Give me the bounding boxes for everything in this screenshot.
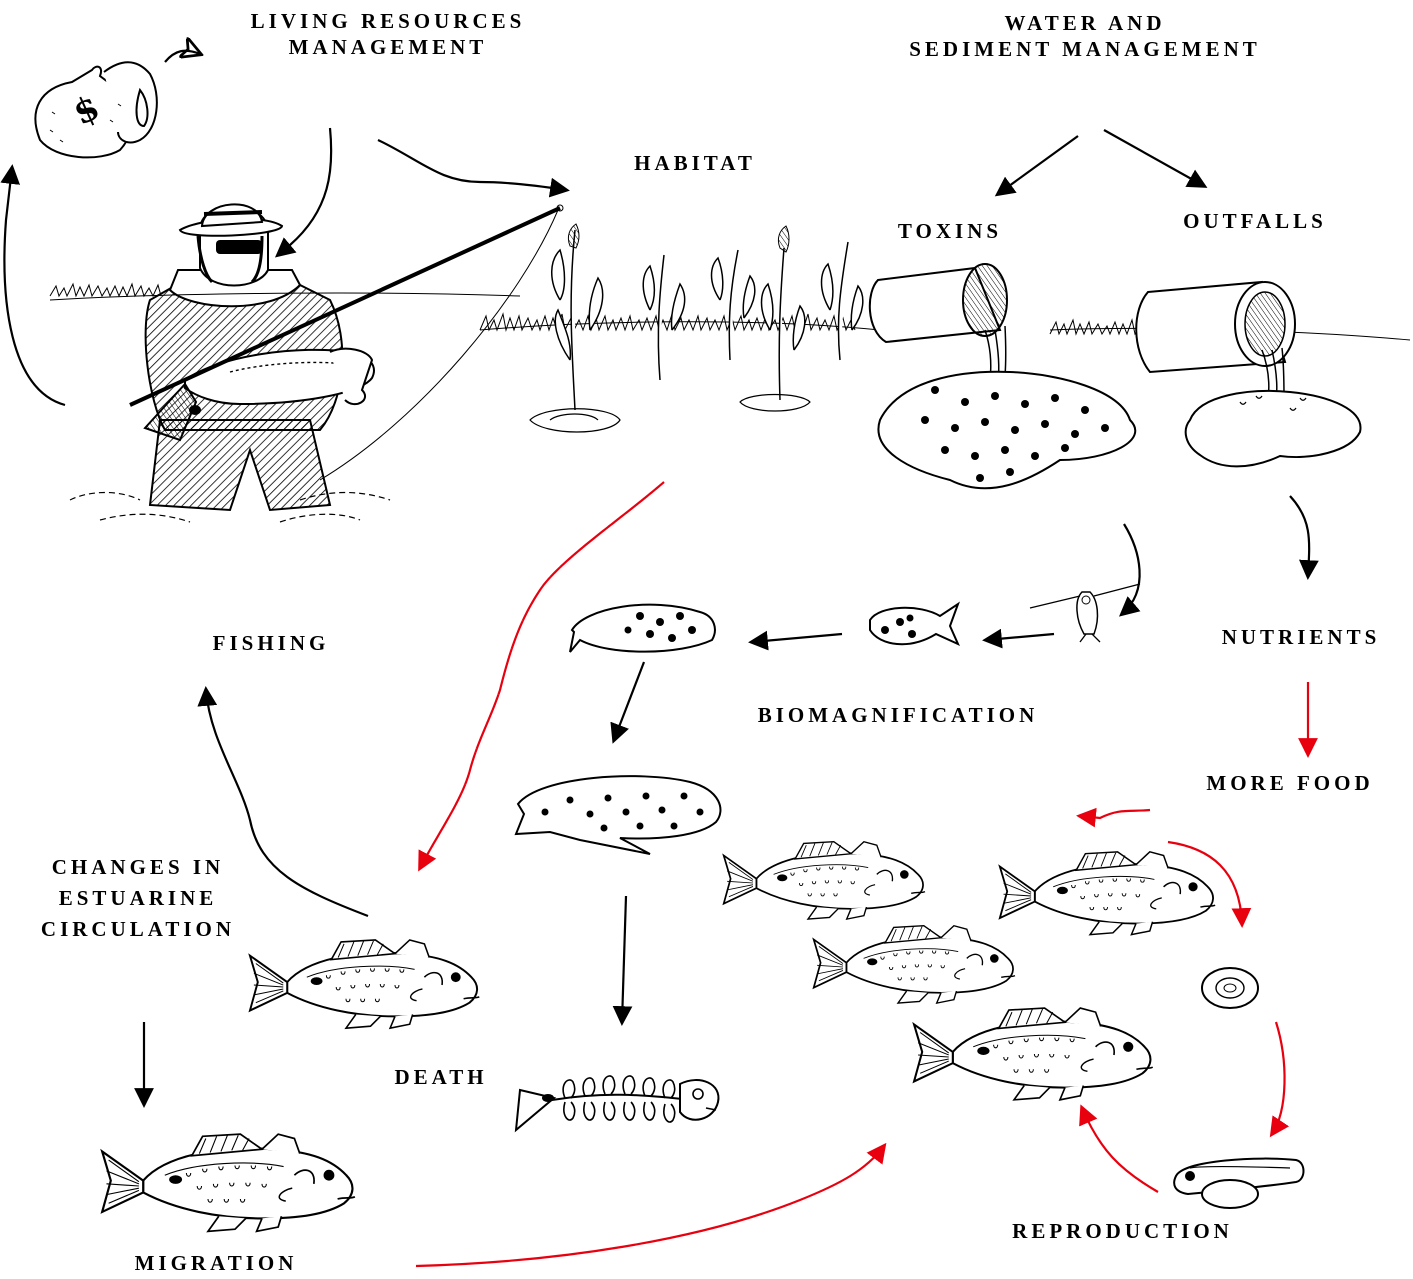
label-water-line2: SEDIMENT MANAGEMENT	[860, 36, 1310, 62]
label-more-food: MORE FOOD	[1180, 770, 1400, 796]
label-reproduction: REPRODUCTION	[980, 1218, 1265, 1244]
label-changes-line1: CHANGES IN	[18, 852, 258, 883]
red-drum-fish-icon	[102, 842, 1215, 1232]
red-arrow-larva-to-adult	[1082, 1108, 1158, 1192]
label-toxins: TOXINS	[880, 218, 1020, 244]
red-arrow-more-food-to-fish	[1080, 810, 1150, 818]
arrow-living-resources-to-habitat	[378, 140, 566, 190]
label-nutrients: NUTRIENTS	[1196, 624, 1406, 650]
label-changes-line2: ESTUARINE	[18, 883, 258, 914]
toxin-pipe-icon	[870, 264, 1135, 488]
red-arrow-migration-to-reproduction	[416, 1146, 884, 1266]
arrow-copepod-to-small-fish	[986, 634, 1054, 640]
arrow-small-fish-to-medium-fish	[752, 634, 842, 642]
fish-skeleton-icon	[516, 1076, 718, 1130]
fish-egg-icon	[1202, 968, 1258, 1008]
label-migration: MIGRATION	[106, 1250, 326, 1276]
label-living-resources-line2: MANAGEMENT	[218, 34, 558, 60]
label-biomagnification: BIOMAGNIFICATION	[718, 702, 1078, 728]
arrow-medium-fish-to-large-fish	[614, 662, 644, 740]
black-arrows	[4, 51, 1309, 1104]
arrow-living-resources-to-fisherman	[278, 128, 331, 255]
label-water-sediment-management: WATER AND SEDIMENT MANAGEMENT	[860, 10, 1310, 62]
red-arrow-egg-to-larva	[1272, 1022, 1285, 1134]
arrow-water-to-toxins	[998, 136, 1078, 194]
arrow-water-to-outfalls	[1104, 130, 1204, 186]
arrow-outfalls-to-nutrients	[1290, 496, 1309, 576]
label-outfalls: OUTFALLS	[1160, 208, 1350, 234]
arrow-moneybag-to-living-resources	[165, 51, 200, 62]
money-bag-icon: $	[35, 62, 156, 157]
label-water-line1: WATER AND	[860, 10, 1310, 36]
fisherman-icon	[70, 204, 563, 522]
label-changes-estuarine-circulation: CHANGES IN ESTUARINE CIRCULATION	[18, 852, 258, 945]
label-changes-line3: CIRCULATION	[18, 914, 258, 945]
label-living-resources-line1: LIVING RESOURCES	[218, 8, 558, 34]
arrow-toxins-to-copepod	[1122, 524, 1140, 614]
label-habitat: HABITAT	[610, 150, 780, 176]
label-death: DEATH	[376, 1064, 506, 1090]
label-living-resources-management: LIVING RESOURCES MANAGEMENT	[218, 8, 558, 60]
arrow-large-fish-to-death	[622, 896, 626, 1022]
outfall-pipe-icon	[1136, 282, 1360, 466]
contaminated-fish-icon	[516, 604, 958, 854]
fish-larva-icon	[1174, 1159, 1303, 1208]
label-fishing: FISHING	[196, 630, 346, 656]
